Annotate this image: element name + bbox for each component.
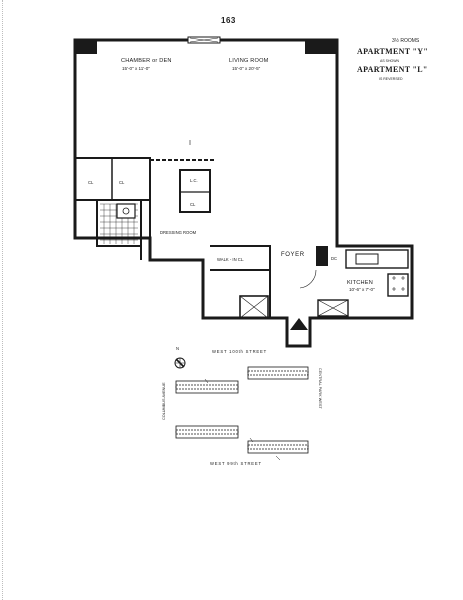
- bath: [96, 199, 142, 247]
- kitchen-sink: [355, 253, 379, 265]
- kitchen-storage: [317, 299, 349, 317]
- living-room-label: LIVING ROOM: [229, 58, 269, 64]
- floor-plan: [73, 36, 414, 348]
- foyer-label: FOYER: [281, 252, 305, 258]
- chamber-den-dims: 15'-0" x 11'-0": [122, 66, 150, 71]
- corner-column-left: [75, 40, 97, 54]
- east-avenue-label: CENTRAL PARK WEST: [318, 368, 322, 409]
- apartment-y-title: APARTMENT "Y": [357, 47, 429, 56]
- dining-closet-label: DC: [331, 256, 338, 261]
- site-plan: [174, 357, 309, 461]
- burners: [392, 276, 405, 291]
- tub: [116, 203, 136, 219]
- north-street-label: WEST 100th STREET: [212, 349, 267, 354]
- page-number: 163: [221, 16, 236, 25]
- left-margin-rule: [2, 0, 3, 600]
- south-street-label: WEST 99th STREET: [210, 461, 262, 466]
- door-swing: [299, 269, 317, 289]
- corner-column-right: [305, 40, 337, 54]
- dressing-room-label: DRESSING ROOM: [160, 230, 197, 235]
- apartment-l-title: APARTMENT "L": [357, 65, 428, 74]
- exterior-walls: [73, 38, 414, 348]
- kitchen-dims: 10'-6" x 7'-0": [349, 287, 375, 292]
- stove: [387, 273, 409, 297]
- is-reversed-note: IS REVERSED: [379, 77, 403, 81]
- basin: [122, 207, 130, 215]
- closet-box: [239, 295, 269, 319]
- linen-closet-walls: [179, 169, 211, 213]
- west-avenue-label: COLUMBUS AVENUE: [162, 382, 166, 420]
- kitchen-label: KITCHEN: [347, 280, 373, 286]
- closet-b-label: CL: [119, 180, 125, 185]
- linen-closet-label: L.C.: [190, 178, 198, 183]
- unit-markers: [204, 378, 281, 461]
- chamber-den-label: CHAMBER or DEN: [121, 58, 172, 64]
- column-kitchen: [316, 246, 328, 266]
- living-room-dims: 15'-0" x 20'-5": [232, 66, 261, 71]
- kitchen-counter: [345, 249, 409, 269]
- walk-in-closet-walls: [210, 245, 271, 318]
- walk-in-closet-label: WALK - IN CL.: [217, 257, 245, 262]
- dressing-room-walls: [140, 199, 151, 260]
- as-shown-note: AS SHOWN: [380, 59, 400, 63]
- closet-c-label: CL: [190, 202, 196, 207]
- north-marker: N: [176, 346, 180, 351]
- closet-a-label: CL: [88, 180, 94, 185]
- entry-arrow: [290, 318, 308, 330]
- building-blocks: [175, 366, 309, 454]
- rooms-note: 3½ ROOMS: [392, 38, 420, 44]
